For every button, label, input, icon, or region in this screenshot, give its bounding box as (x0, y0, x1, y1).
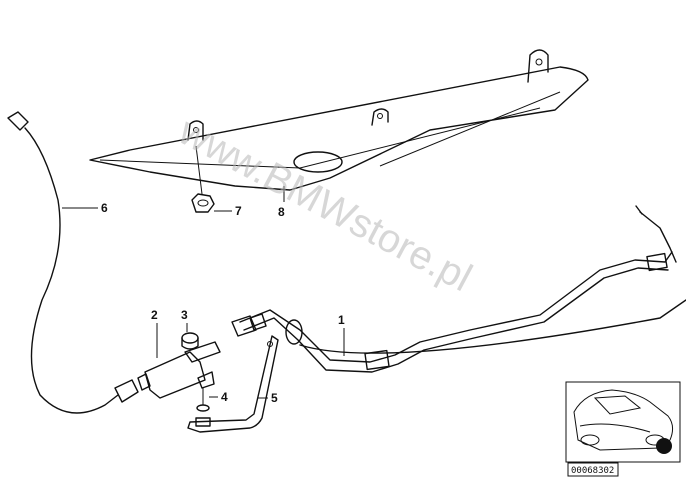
callout-label: 8 (278, 205, 285, 219)
callout-label: 4 (221, 390, 228, 404)
trim-panel[interactable] (89, 49, 589, 191)
callout-label: 1 (338, 313, 345, 327)
hose-assembly[interactable] (231, 205, 686, 373)
location-marker-icon (656, 438, 672, 454)
washer-screw[interactable] (195, 388, 211, 427)
callout-5: 5 (258, 391, 278, 405)
callout-4: 4 (209, 390, 228, 404)
cable-harness[interactable] (7, 111, 139, 414)
callout-1: 1 (338, 313, 345, 356)
callout-label: 6 (101, 201, 108, 215)
callout-8: 8 (278, 186, 285, 219)
clip-nut[interactable] (191, 145, 215, 213)
callout-label: 2 (151, 308, 158, 322)
callout-3: 3 (181, 308, 188, 332)
callout-label: 5 (271, 391, 278, 405)
grommet[interactable] (181, 332, 199, 350)
mounting-bracket[interactable] (187, 335, 279, 433)
callout-label: 7 (235, 204, 242, 218)
control-unit[interactable] (137, 341, 221, 399)
callout-label: 3 (181, 308, 188, 322)
callout-6: 6 (62, 201, 108, 215)
watermark-text: www.BMWstore.pl (171, 109, 479, 301)
reference-code: 00068302 (571, 466, 614, 476)
callout-2: 2 (151, 308, 158, 358)
callout-7: 7 (214, 204, 242, 218)
vehicle-location-inset: 00068302 (565, 381, 681, 477)
